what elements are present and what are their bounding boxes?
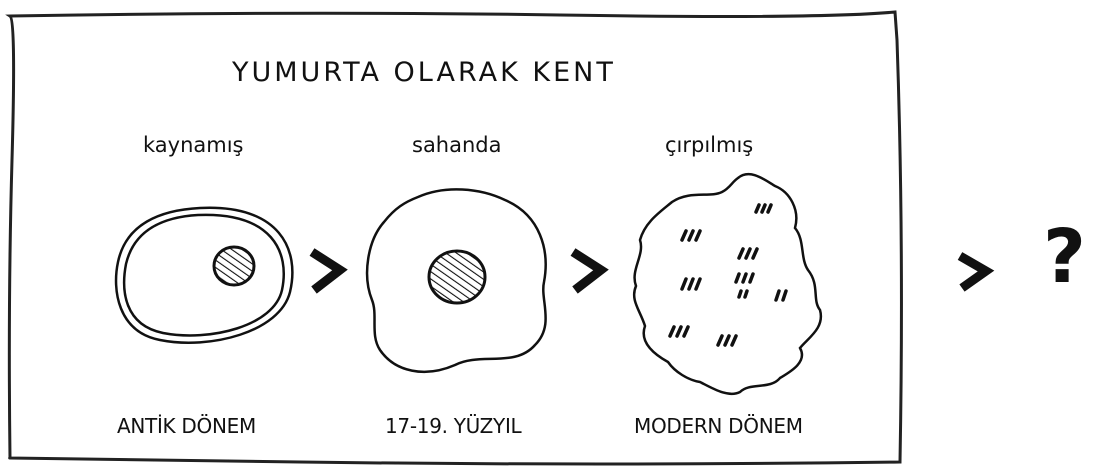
period-label-antique: ANTİK DÖNEM: [117, 414, 256, 438]
fried-egg-icon: [365, 188, 547, 373]
frame-border: [5, 10, 903, 466]
scrambled-egg-icon: [632, 172, 823, 396]
diagram-title: YUMURTA OLARAK KENT: [232, 57, 616, 88]
arrow-right-icon: [570, 248, 609, 294]
boiled-egg-icon: [114, 206, 294, 344]
period-label-modern: MODERN DÖNEM: [634, 414, 803, 438]
question-mark: ?: [1043, 214, 1086, 300]
arrow-right-icon: [957, 252, 995, 292]
stage-label-scrambled: çırpılmış: [665, 133, 754, 157]
arrow-right-icon: [309, 248, 348, 294]
period-label-17-19-century: 17-19. YÜZYIL: [385, 414, 522, 438]
stage-label-fried: sahanda: [412, 133, 502, 157]
stage-label-boiled: kaynamış: [143, 133, 244, 157]
